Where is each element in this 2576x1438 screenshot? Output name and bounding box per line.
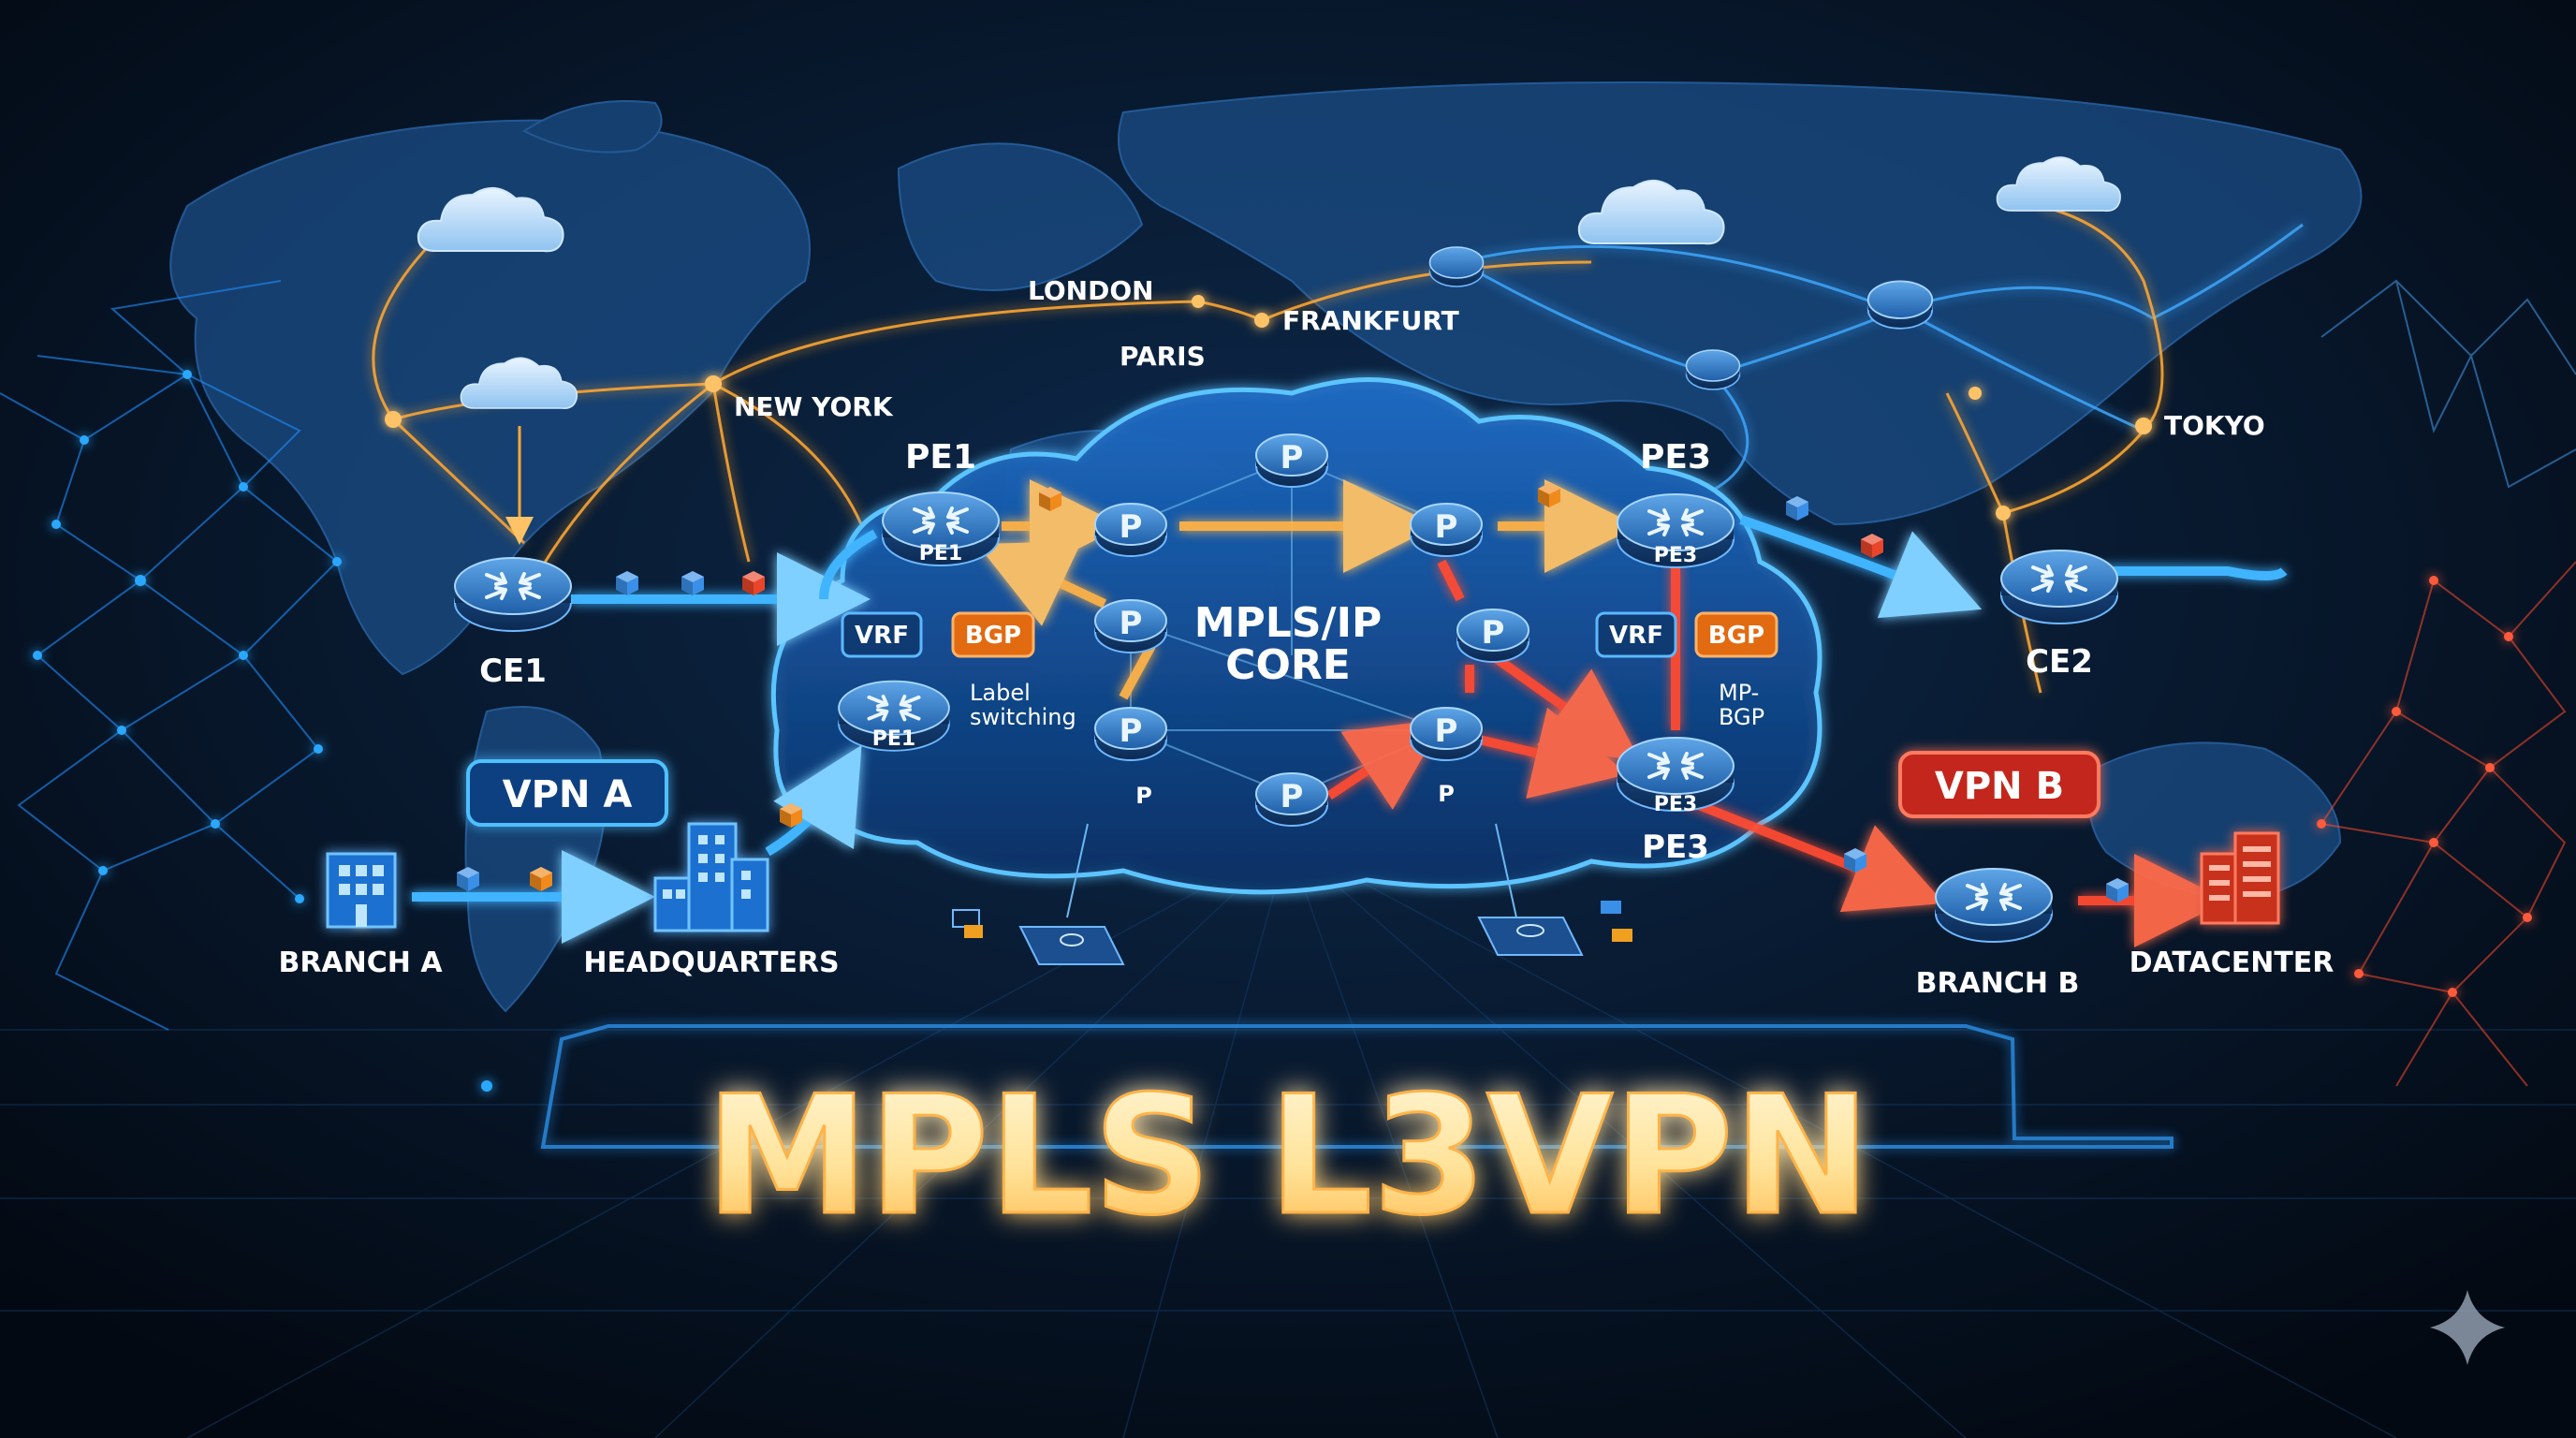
- p-label: P: [1482, 614, 1505, 652]
- plexus-right-nodes: [2317, 576, 2532, 997]
- pe1-lower-inner-label: PE1: [872, 727, 915, 751]
- lsp-orange-arrows: [976, 479, 1638, 700]
- svg-text:VRF: VRF: [855, 622, 909, 650]
- headquarters-building-icon: [653, 822, 769, 932]
- city-tokyo: TOKYO: [2164, 410, 2265, 441]
- pe1-caption: PE1: [905, 438, 976, 477]
- city-paris: PARIS: [1120, 341, 1206, 372]
- sparkle-icon: [2430, 1290, 2505, 1365]
- core-label-line2: CORE: [1225, 641, 1351, 689]
- ce1-router-icon[interactable]: [453, 556, 573, 633]
- plexus-left-nodes: [33, 370, 492, 1092]
- branch-b-router-icon[interactable]: [1934, 867, 2054, 944]
- pe3-lower-inner-label: PE3: [1654, 793, 1697, 816]
- plexus-right-blue: [2320, 279, 2576, 489]
- datacenter-building-icon: [2200, 831, 2280, 925]
- map-router-icon: [1428, 246, 1485, 287]
- switch-device-icon: [1477, 823, 1632, 956]
- vpn-a-badge: VPN A: [466, 759, 668, 827]
- tag-bgp-right: BGP: [1694, 611, 1778, 658]
- ce1-label: CE1: [479, 653, 547, 690]
- p-label: P: [1120, 712, 1143, 750]
- mp-bgp-line1: MP-: [1719, 680, 1759, 706]
- label-switching-line1: Label: [970, 680, 1031, 706]
- map-router-icon: [1685, 349, 1741, 390]
- svg-text:VRF: VRF: [1609, 622, 1663, 650]
- tag-bgp-left: BGP: [951, 611, 1035, 658]
- label-switching-line2: switching: [970, 704, 1076, 730]
- p-label: P: [1120, 508, 1143, 546]
- orange-arc-nodes: [385, 295, 1269, 428]
- p-label: P: [1435, 508, 1458, 546]
- svg-text:VPN A: VPN A: [503, 773, 633, 816]
- switch-device-icon: [952, 823, 1125, 965]
- city-frankfurt: FRANKFURT: [1282, 305, 1459, 336]
- p-label: P: [1120, 605, 1143, 642]
- p-router-labels: P P P P P P P P: [1120, 439, 1505, 815]
- tag-vrf-right: VRF: [1595, 611, 1677, 658]
- east-nodes: [1969, 387, 2152, 521]
- city-new-york: NEW YORK: [734, 391, 894, 422]
- branch-a-building-icon: [326, 852, 397, 929]
- p-caption-left: P: [1135, 783, 1152, 809]
- blue-flow-arrows: [412, 515, 2288, 944]
- map-router-icon: [1866, 280, 1934, 330]
- floor-grid: [0, 842, 2576, 1438]
- vpn-b-badge: VPN B: [1898, 751, 2100, 818]
- tag-vrf-left: VRF: [841, 611, 923, 658]
- branch-b-label: BRANCH B: [1916, 967, 2080, 1000]
- branch-a-label: BRANCH A: [278, 946, 443, 979]
- p-label: P: [1281, 778, 1304, 815]
- ce2-router-icon[interactable]: [1999, 549, 2119, 625]
- p-label: P: [1435, 712, 1458, 750]
- plexus-left: [0, 280, 339, 1031]
- city-london: LONDON: [1028, 275, 1154, 306]
- p-caption-right: P: [1438, 781, 1455, 807]
- svg-text:VPN B: VPN B: [1935, 765, 2064, 808]
- ce2-label: CE2: [2026, 643, 2093, 681]
- datacenter-label: DATACENTER: [2130, 946, 2334, 979]
- main-title: MPLS L3VPN: [706, 1062, 1870, 1252]
- pe1-inner-label: PE1: [919, 542, 962, 565]
- pe3-caption: PE3: [1640, 438, 1711, 477]
- pe3-lower-caption: PE3: [1642, 829, 1709, 866]
- city-labels: LONDON PARIS FRANKFURT NEW YORK TOKYO: [734, 275, 2265, 441]
- p-label: P: [1281, 439, 1304, 477]
- blue-arcs: [1459, 223, 2304, 507]
- core-label-line1: MPLS/IP: [1194, 599, 1382, 647]
- headquarters-label: HEADQUARTERS: [583, 946, 839, 979]
- site-labels: BRANCH A HEADQUARTERS BRANCH B DATACENTE…: [278, 946, 2334, 1000]
- svg-text:BGP: BGP: [965, 622, 1021, 650]
- pe3-inner-label: PE3: [1654, 544, 1697, 567]
- mp-bgp-line2: BGP: [1719, 704, 1764, 730]
- svg-text:BGP: BGP: [1708, 622, 1764, 650]
- title-banner-frame: [540, 1024, 2174, 1149]
